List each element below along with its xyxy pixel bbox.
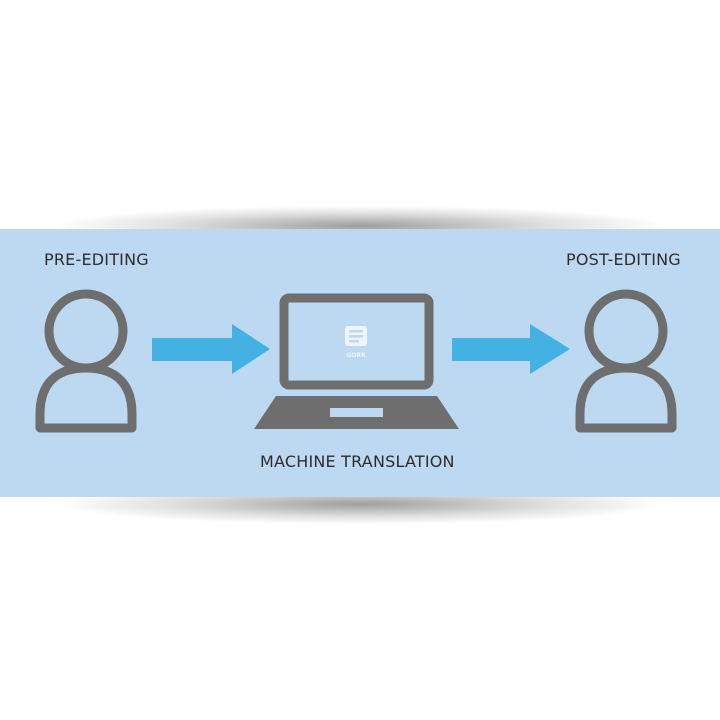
arrow-right-icon	[452, 324, 570, 374]
post-editing-person-icon	[575, 289, 677, 433]
post-editing-label: POST-EDITING	[566, 250, 681, 269]
pre-editing-person-icon	[35, 289, 137, 433]
pre-editing-label: PRE-EDITING	[44, 250, 149, 269]
laptop-brand-text: GORR	[346, 352, 366, 359]
laptop-icon	[254, 293, 459, 429]
machine-translation-label: MACHINE TRANSLATION	[260, 452, 455, 471]
arrow-right-icon	[152, 324, 270, 374]
translation-logo-icon	[345, 326, 367, 346]
